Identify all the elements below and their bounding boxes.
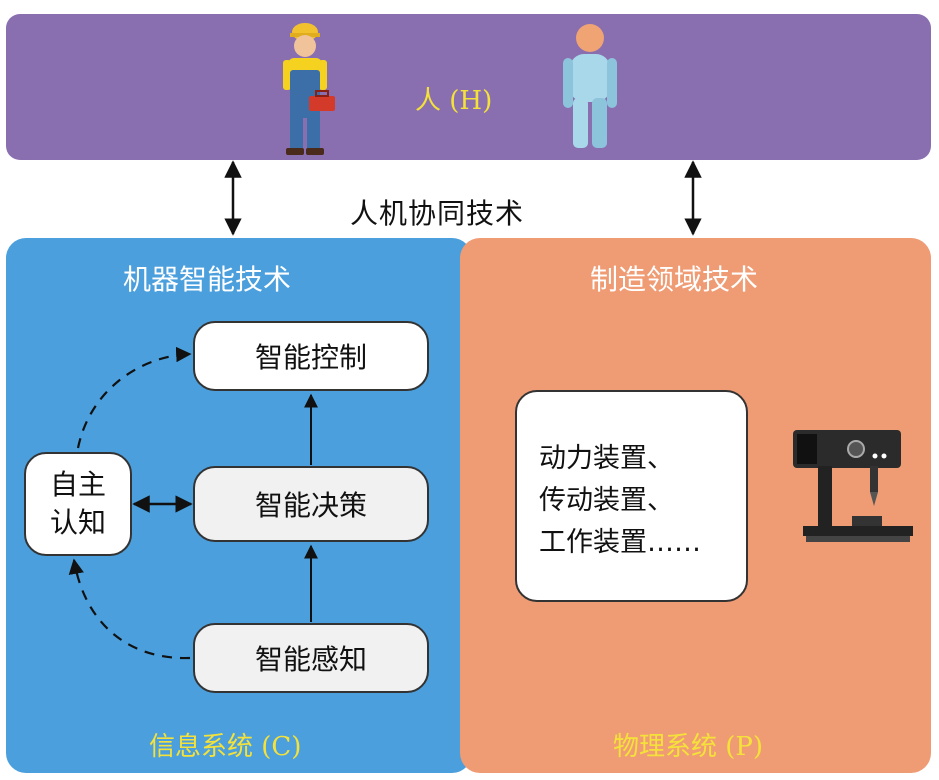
intelligent-control-box: 智能控制 [193, 321, 429, 391]
intelligent-perception-box: 智能感知 [193, 623, 429, 693]
cnc-machine-icon [793, 430, 913, 542]
intelligent-decision-box: 智能决策 [193, 466, 429, 542]
equipment-line-3: 工作装置…… [539, 527, 701, 558]
human-band [6, 14, 931, 160]
human-label: 人 (H) [415, 86, 493, 116]
worker-icon [283, 23, 335, 155]
equipment-line-2: 传动装置、 [539, 485, 674, 516]
physical-system-label: 物理系统 (P) [613, 732, 764, 762]
machine-intelligence-title: 机器智能技术 [123, 263, 292, 296]
equipment-box: 动力装置、 传动装置、 工作装置…… [515, 390, 748, 602]
human-figure-icon [563, 24, 617, 148]
autonomous-cognition-box: 自主 认知 [24, 452, 132, 556]
autonomy-line-1: 自主 [49, 468, 106, 501]
cyber-system-label: 信息系统 (C) [149, 732, 302, 762]
intelligent-perception-label: 智能感知 [254, 643, 367, 676]
perception-to-autonomy-dashed-arrow [68, 558, 191, 660]
autonomy-to-control-dashed-arrow [76, 346, 192, 449]
equipment-line-1: 动力装置、 [539, 443, 674, 474]
manufacturing-tech-title: 制造领域技术 [590, 263, 759, 296]
intelligent-control-label: 智能控制 [254, 341, 367, 374]
autonomy-line-2: 认知 [49, 506, 106, 539]
intelligent-decision-label: 智能决策 [254, 489, 367, 522]
human-machine-collaboration-label: 人机协同技术 [350, 197, 525, 230]
